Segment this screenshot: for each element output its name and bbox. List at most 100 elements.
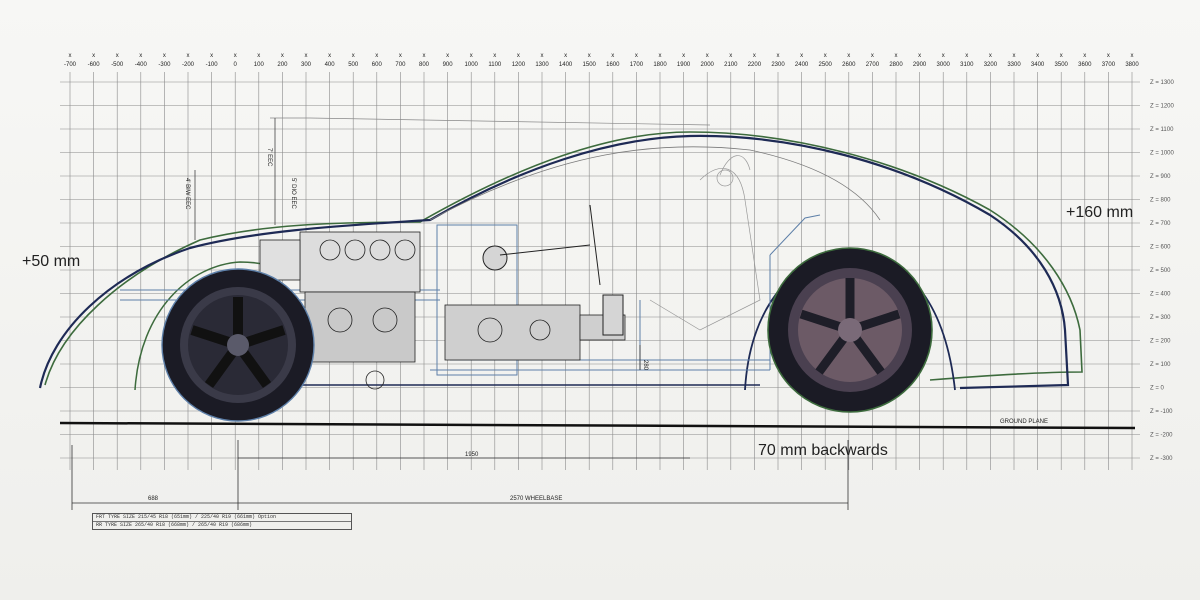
x-tick-label: -700 xyxy=(64,62,77,68)
x-tick-label: 2000 xyxy=(701,62,715,68)
z-tick-label: Z = 100 xyxy=(1150,362,1171,368)
dimension-lines xyxy=(71,345,849,510)
x-tick-marker: x xyxy=(446,53,449,59)
z-tick-label: Z = 1000 xyxy=(1150,151,1175,157)
x-tick-marker: x xyxy=(92,53,95,59)
label-7-eec: 7' EEC xyxy=(266,148,272,167)
tyre-spec-table: FRT TYRE SIZE 215/45 R18 (651mm) / 225/4… xyxy=(92,513,352,530)
x-tick-marker: x xyxy=(847,53,850,59)
x-tick-marker: x xyxy=(281,53,284,59)
x-tick-marker: x xyxy=(305,53,308,59)
front-height-annotation: +50 mm xyxy=(22,253,81,270)
x-tick-label: 1800 xyxy=(653,62,667,68)
x-tick-marker: x xyxy=(1013,53,1016,59)
x-tick-label: 2800 xyxy=(889,62,903,68)
x-tick-label: 3500 xyxy=(1055,62,1069,68)
ground-line xyxy=(59,421,1136,430)
x-tick-marker: x xyxy=(352,53,355,59)
x-tick-label: 2200 xyxy=(748,62,762,68)
x-tick-label: -300 xyxy=(158,62,171,68)
ground-plane-label: GROUND PLANE xyxy=(1000,419,1048,425)
x-tick-label: -400 xyxy=(135,62,148,68)
x-tick-label: 800 xyxy=(419,62,430,68)
x-tick-label: 300 xyxy=(301,62,312,68)
x-tick-label: 0 xyxy=(234,62,238,68)
x-tick-label: 2600 xyxy=(842,62,856,68)
x-tick-marker: x xyxy=(965,53,968,59)
z-tick-label: Z = 500 xyxy=(1150,268,1171,274)
label-5-dio-eec: 5' DIO EEC xyxy=(290,178,296,209)
x-tick-marker: x xyxy=(399,53,402,59)
x-axis-scale: x-700x-600x-500x-400x-300x-200x-100x0x10… xyxy=(64,53,1139,68)
x-tick-label: 200 xyxy=(277,62,288,68)
x-tick-label: 2100 xyxy=(724,62,738,68)
x-tick-marker: x xyxy=(1107,53,1110,59)
x-tick-marker: x xyxy=(328,53,331,59)
body-outline xyxy=(38,134,1070,390)
x-tick-label: 3600 xyxy=(1078,62,1092,68)
x-tick-marker: x xyxy=(187,53,190,59)
x-tick-marker: x xyxy=(375,53,378,59)
z-tick-label: Z = -100 xyxy=(1150,409,1173,415)
x-tick-label: 2300 xyxy=(771,62,785,68)
x-tick-marker: x xyxy=(729,53,732,59)
x-tick-marker: x xyxy=(541,53,544,59)
x-tick-marker: x xyxy=(163,53,166,59)
x-tick-label: 900 xyxy=(443,62,454,68)
z-tick-label: Z = 900 xyxy=(1150,174,1171,180)
z-tick-label: Z = 1200 xyxy=(1150,104,1175,110)
x-tick-label: 1600 xyxy=(606,62,620,68)
x-tick-label: 1300 xyxy=(535,62,549,68)
window-line xyxy=(429,146,881,221)
green-body-outline xyxy=(44,131,1083,386)
x-tick-marker: x xyxy=(706,53,709,59)
x-tick-marker: x xyxy=(1060,53,1063,59)
x-tick-marker: x xyxy=(777,53,780,59)
spec-row-front: FRT TYRE SIZE 215/45 R18 (651mm) / 225/4… xyxy=(96,514,277,520)
x-tick-label: 2500 xyxy=(819,62,833,68)
spec-row-rear: RR TYRE SIZE 265/40 R18 (668mm) / 265/40… xyxy=(93,521,351,529)
z-tick-label: Z = -200 xyxy=(1150,433,1173,439)
x-tick-marker: x xyxy=(493,53,496,59)
dimension-688: 688 xyxy=(148,496,159,502)
steering-column xyxy=(482,204,624,336)
engine xyxy=(259,231,421,390)
x-tick-label: 500 xyxy=(348,62,359,68)
backwards-annotation: 70 mm backwards xyxy=(758,442,888,459)
x-tick-marker: x xyxy=(918,53,921,59)
x-tick-label: 1400 xyxy=(559,62,573,68)
x-tick-label: 1000 xyxy=(465,62,479,68)
rear-height-annotation: +160 mm xyxy=(1066,204,1134,221)
x-tick-marker: x xyxy=(139,53,142,59)
x-tick-label: -600 xyxy=(88,62,101,68)
x-tick-marker: x xyxy=(69,53,72,59)
x-tick-label: -500 xyxy=(111,62,124,68)
x-tick-label: 2400 xyxy=(795,62,809,68)
x-tick-marker: x xyxy=(470,53,473,59)
x-tick-marker: x xyxy=(517,53,520,59)
z-tick-label: Z = 200 xyxy=(1150,339,1171,345)
eec-guide-line xyxy=(270,117,711,126)
z-tick-label: Z = 800 xyxy=(1150,198,1171,204)
x-tick-label: 1900 xyxy=(677,62,691,68)
x-tick-label: 600 xyxy=(372,62,383,68)
wheelbase-dimension: 2570 WHEELBASE xyxy=(510,496,562,502)
gearbox xyxy=(444,304,626,361)
x-tick-label: 3000 xyxy=(937,62,951,68)
z-tick-label: Z = 400 xyxy=(1150,292,1171,298)
z-tick-label: Z = 1100 xyxy=(1150,127,1174,133)
x-tick-label: 2700 xyxy=(866,62,880,68)
x-tick-marker: x xyxy=(659,53,662,59)
x-tick-marker: x xyxy=(257,53,260,59)
x-tick-label: 400 xyxy=(325,62,336,68)
label-4-biw-eec: 4' BIW EEC xyxy=(184,178,190,210)
driver-seat xyxy=(649,155,761,331)
z-tick-label: Z = 0 xyxy=(1150,386,1165,392)
x-tick-marker: x xyxy=(423,53,426,59)
rear-wheel xyxy=(767,247,933,413)
x-tick-marker: x xyxy=(635,53,638,59)
x-tick-marker: x xyxy=(564,53,567,59)
x-tick-label: -100 xyxy=(206,62,219,68)
x-tick-marker: x xyxy=(942,53,945,59)
x-tick-marker: x xyxy=(210,53,213,59)
